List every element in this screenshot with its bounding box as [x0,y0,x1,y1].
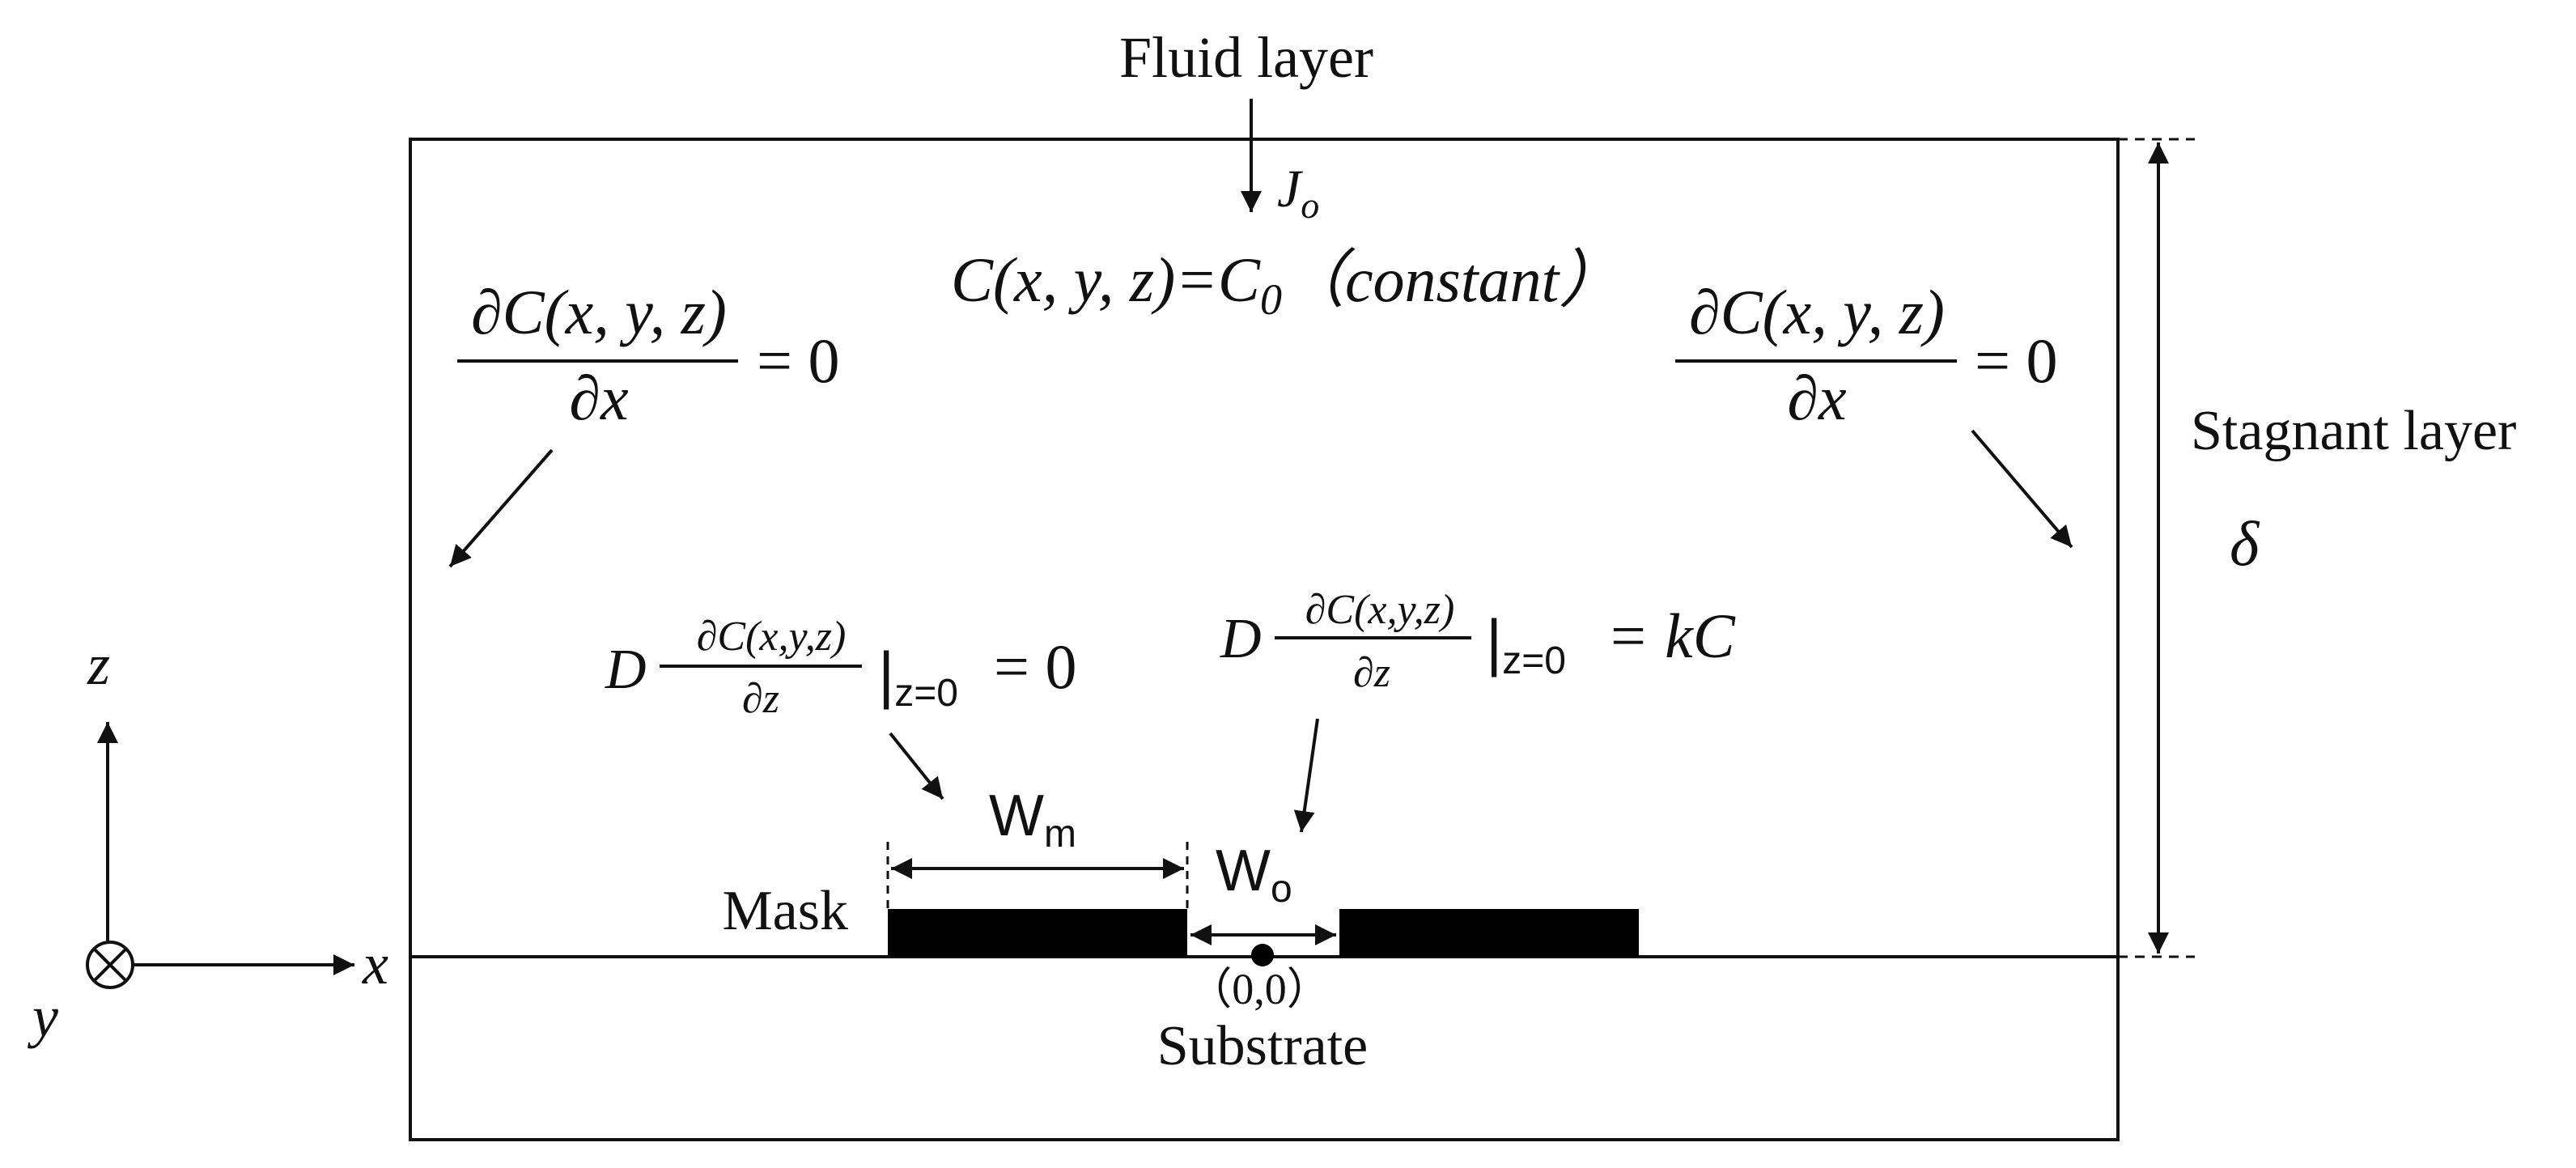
x-axis-label: x [362,932,388,996]
left-side-boundary-condition: ∂C(x, y, z) ∂x = 0 [457,277,840,433]
opening-width-label: Wo [1216,839,1292,911]
left-boundary-pointer-arrow [448,448,554,568]
mask-bc-evaluation-bar: |z=0 [878,639,958,715]
left-bc-denominator: ∂x [569,363,629,433]
coordinate-axes: z x y [27,632,388,1049]
left-bc-rhs: = 0 [757,325,840,396]
mask-bc-coefficient: D [605,639,647,701]
mask-block-right [1339,909,1639,957]
right-bc-numerator: ∂C(x, y, z) [1689,277,1945,347]
domain-boundary [409,138,2120,1141]
mask-bc-rhs: = 0 [994,631,1077,702]
flux-label: Jo [1277,159,1319,226]
substrate-label: Substrate [1157,1015,1369,1077]
right-boundary-pointer-arrow [1971,429,2073,549]
right-bc-rhs: = 0 [1975,325,2058,396]
fluid-layer-label: Fluid layer [1119,25,1373,90]
mask-bc-numerator: ∂C(x,y,z) [697,614,847,660]
right-bc-denominator: ∂x [1787,363,1847,433]
z-axis-label: z [87,632,110,697]
right-side-boundary-condition: ∂C(x, y, z) ∂x = 0 [1675,277,2058,433]
mask-label: Mask [722,880,848,942]
origin-label: （0,0） [1188,965,1330,1013]
open-bc-coefficient: D [1220,608,1262,670]
open-bc-evaluation-bar: |z=0 [1486,606,1566,682]
mask-block-left [888,909,1187,957]
left-bc-numerator: ∂C(x, y, z) [471,277,727,347]
origin-point [1251,944,1274,966]
open-bc-denominator: ∂z [1353,650,1390,696]
open-bc-pointer-arrow [1293,718,1319,833]
stagnant-layer-label: Stagnant layer [2191,400,2516,462]
mask-bc-pointer-arrow [889,732,944,801]
y-axis-cross-b [92,947,128,983]
open-bc-rhs: = kC [1606,601,1736,671]
thickness-symbol: δ [2230,508,2260,579]
mask-width-label: Wm [989,784,1076,856]
y-axis-label: y [27,984,58,1049]
opening-boundary-condition: D ∂C(x,y,z) ∂z |z=0 = kC [1220,587,1736,696]
top-boundary-condition: C(x, y, z)=C0（constant） [951,244,1622,324]
open-bc-numerator: ∂C(x,y,z) [1305,587,1455,633]
mask-surface-boundary-condition: D ∂C(x,y,z) ∂z |z=0 = 0 [605,614,1077,722]
mask-bc-denominator: ∂z [742,676,779,722]
